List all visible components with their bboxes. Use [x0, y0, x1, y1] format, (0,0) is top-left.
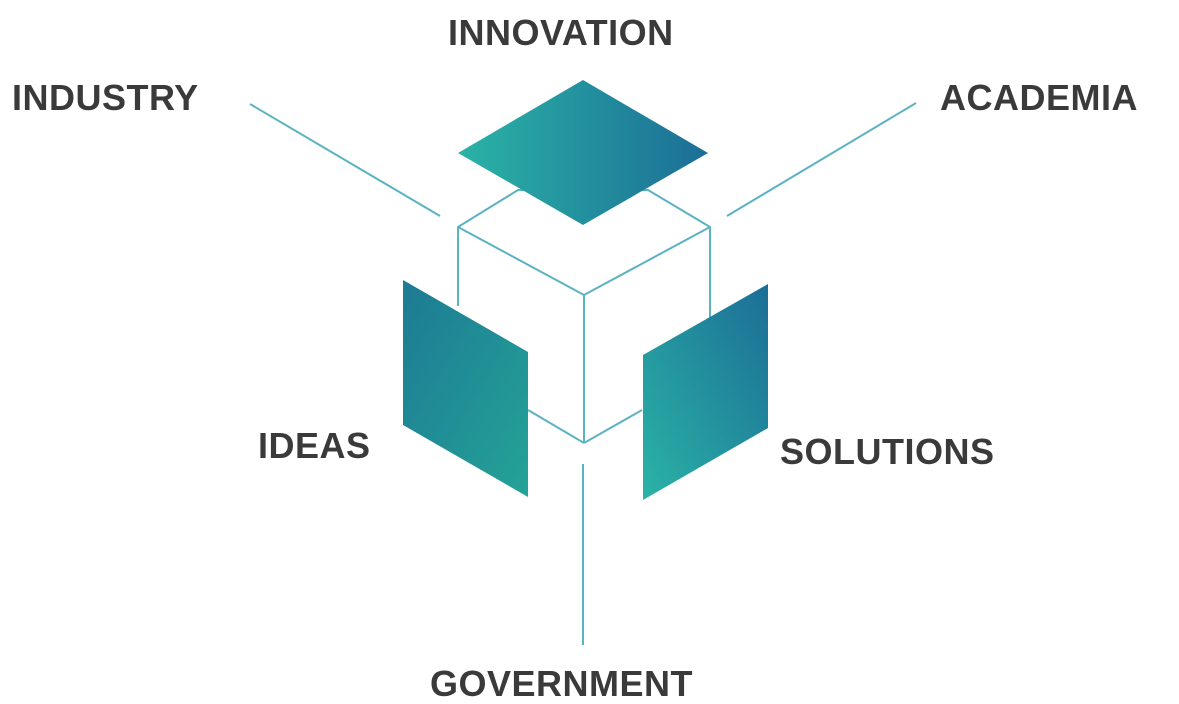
left-panel: [403, 280, 528, 497]
academia-connector-line: [726, 102, 917, 217]
industry-label: INDUSTRY: [12, 77, 199, 118]
top-panel: [458, 80, 708, 225]
academia-label: ACADEMIA: [940, 77, 1138, 118]
cube-wireframe: [457, 189, 711, 444]
innovation-label: INNOVATION: [448, 12, 674, 53]
solutions-label: SOLUTIONS: [780, 431, 995, 472]
industry-connector-line: [249, 103, 441, 217]
government-label: GOVERNMENT: [430, 663, 694, 704]
right-panel: [643, 284, 768, 500]
ideas-label: IDEAS: [258, 425, 371, 466]
